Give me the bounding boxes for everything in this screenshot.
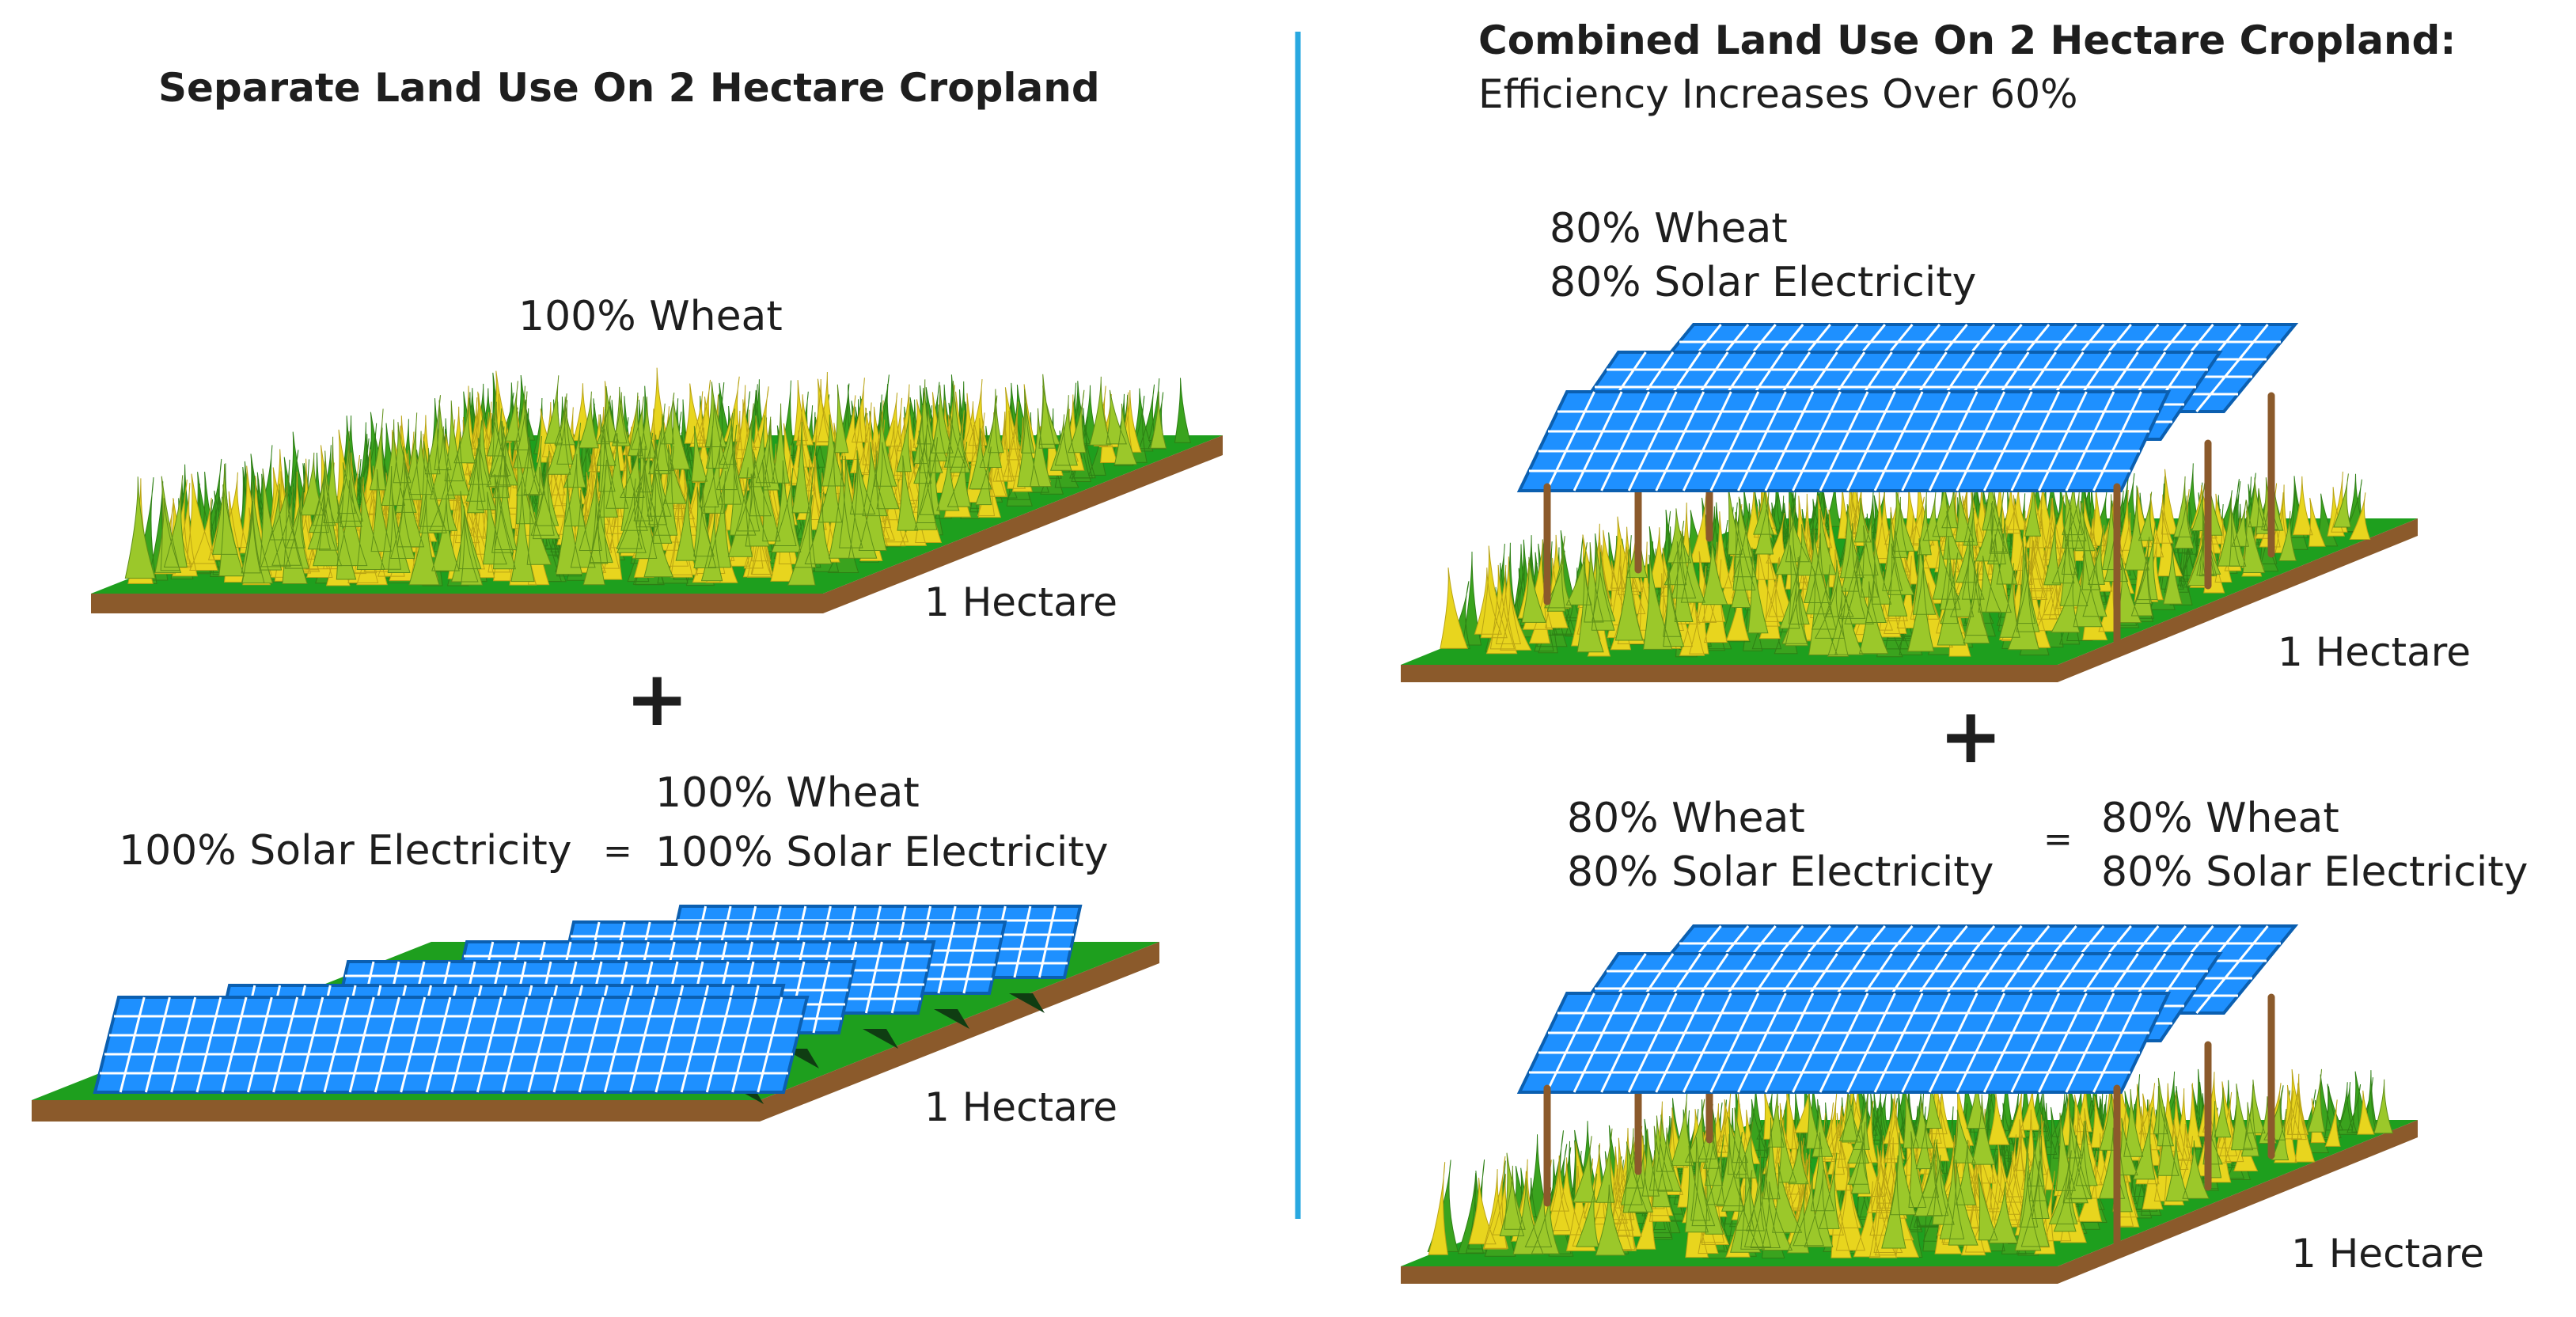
right-bottom-line2: 80% Solar Electricity	[1567, 848, 1994, 896]
field-soil-front	[1401, 665, 2058, 682]
right-top-line2: 80% Solar Electricity	[1550, 259, 1977, 306]
right-bottom-area-label: 1 Hectare	[2291, 1231, 2485, 1277]
right-top-label: 80% Wheat 80% Solar Electricity	[1550, 202, 1976, 309]
left-wheat-label: 100% Wheat	[518, 293, 783, 340]
panel-cell-grid	[100, 996, 802, 1093]
right-top-area-label: 1 Hectare	[2278, 629, 2472, 675]
wheat-crop	[1427, 1067, 2394, 1259]
field-soil-side	[2058, 518, 2418, 682]
right-top-line1: 80% Wheat	[1550, 205, 1788, 252]
left-top-area-label: 1 Hectare	[924, 579, 1118, 625]
right-combined-field-bottom	[1401, 924, 2418, 1284]
panel-mount	[934, 1009, 969, 1029]
field-soil-front	[1401, 1266, 2058, 1284]
right-bottom-line1: 80% Wheat	[1567, 795, 1805, 842]
solar-panel	[93, 996, 810, 1094]
left-bottom-area-label: 1 Hectare	[924, 1084, 1118, 1130]
wheat-crop	[124, 367, 1191, 586]
field-soil-side	[2058, 1120, 2418, 1284]
field-soil-front	[32, 1100, 760, 1122]
right-plus-sign: +	[1939, 692, 2003, 780]
left-result-line2: 100% Solar Electricity	[655, 829, 1109, 876]
left-solar-label: 100% Solar Electricity	[119, 827, 572, 875]
wheat-crop	[1440, 463, 2371, 658]
wheat-stalks-lime	[124, 374, 1167, 586]
right-title: Combined Land Use On 2 Hectare Cropland:	[1478, 17, 2456, 63]
elevated-solar-array	[1516, 924, 2299, 1247]
right-result-line2: 80% Solar Electricity	[2101, 848, 2529, 896]
left-plus-sign: +	[625, 655, 689, 743]
elevated-solar-array	[1516, 323, 2299, 645]
panel-cell-grid	[1529, 992, 2159, 1093]
left-result-line1: 100% Wheat	[655, 769, 920, 817]
panel-cell-grid	[1529, 391, 2159, 492]
right-equals-sign: =	[2043, 819, 2073, 860]
panel-mount	[1009, 993, 1045, 1013]
panel-mount	[863, 1029, 898, 1049]
left-solar-field	[32, 905, 1159, 1122]
left-result-label: 100% Wheat 100% Solar Electricity	[655, 764, 1109, 882]
field-soil-side	[760, 942, 1159, 1122]
right-result-label: 80% Wheat 80% Solar Electricity	[2101, 791, 2528, 899]
right-result-line1: 80% Wheat	[2101, 795, 2339, 842]
left-equals-sign: =	[603, 831, 632, 871]
field-soil-side	[823, 435, 1223, 613]
right-combined-field-top	[1401, 323, 2418, 682]
right-bottom-label: 80% Wheat 80% Solar Electricity	[1567, 791, 1994, 899]
solar-panel-rows	[93, 905, 1083, 1104]
field-soil-front	[91, 594, 823, 613]
left-title: Separate Land Use On 2 Hectare Cropland	[158, 65, 1100, 111]
right-subtitle: Efficiency Increases Over 60%	[1478, 71, 2078, 117]
left-wheat-field	[91, 367, 1223, 613]
